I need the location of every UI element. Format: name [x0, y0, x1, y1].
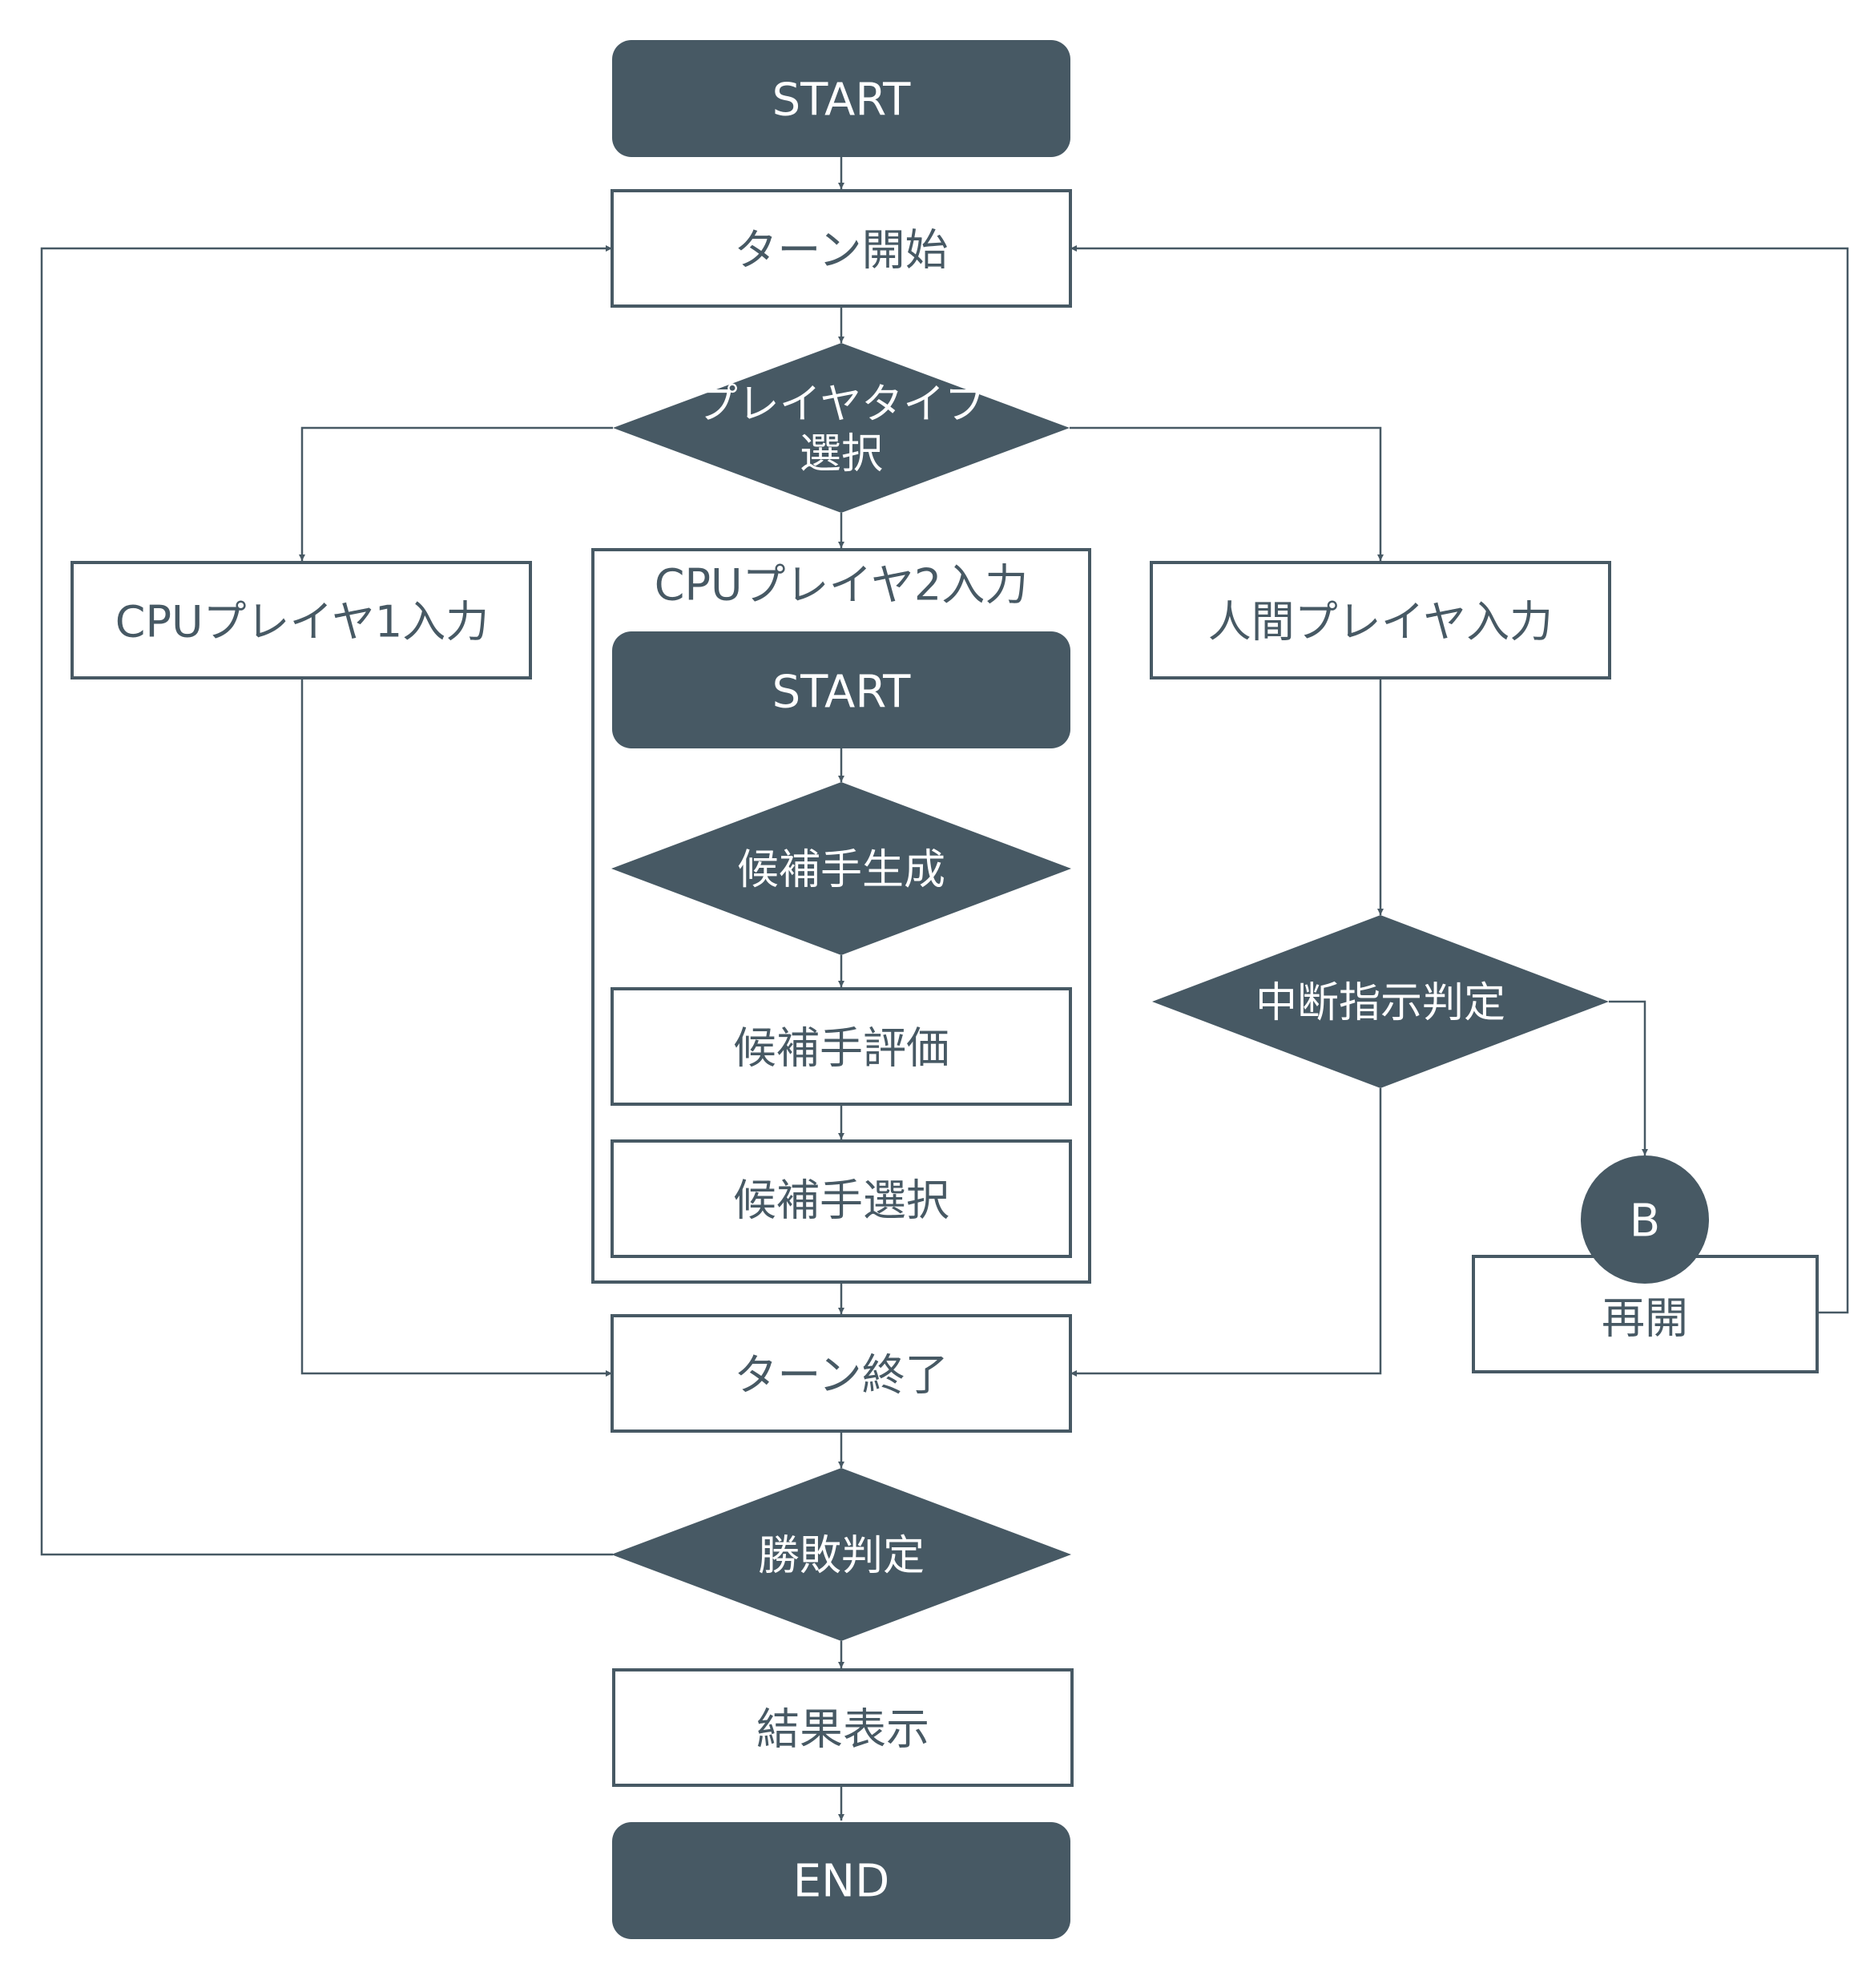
decision-label: 候補手生成 — [737, 846, 945, 894]
connector-circle — [1581, 1155, 1709, 1284]
node-human-input: 人間プレイヤ入力 — [1150, 561, 1611, 679]
node-turn-start: ターン開始 — [611, 189, 1072, 308]
node-start-main: START — [612, 40, 1070, 157]
process-box — [611, 1314, 1072, 1433]
edge-player-select-to-cpu1 — [299, 426, 613, 561]
decision-label: 中断指示判定 — [1255, 979, 1505, 1027]
node-cpu2-group: CPUプレイヤ2入力 — [591, 548, 1091, 1284]
edge-interrupt-to-turn-end — [1070, 1088, 1382, 1377]
node-candidate-select: 候補手選択 — [611, 1139, 1072, 1258]
edges — [40, 157, 1849, 1821]
terminal-shape — [612, 40, 1070, 157]
edge-player-select-to-human — [1070, 426, 1384, 561]
process-label: 候補手評価 — [733, 1023, 949, 1074]
group-container — [591, 548, 1091, 1284]
node-cpu2-start: START — [612, 631, 1070, 748]
node-end-main: END — [612, 1822, 1070, 1939]
decision-diamond — [611, 1468, 1071, 1641]
node-show-result: 結果表示 — [612, 1668, 1074, 1787]
node-cpu1-input: CPUプレイヤ1入力 — [71, 561, 532, 679]
process-label: ターン開始 — [734, 225, 948, 276]
decision-label: 勝敗判定 — [758, 1532, 925, 1580]
process-box — [611, 189, 1072, 308]
decision-diamond — [611, 782, 1071, 955]
node-turn-end: ターン終了 — [611, 1314, 1072, 1433]
node-connector-b: B — [1581, 1155, 1709, 1284]
terminal-shape — [612, 1822, 1070, 1939]
decision-diamond — [1152, 915, 1609, 1088]
node-interrupt-check: 中断指示判定 — [1152, 915, 1609, 1088]
edge-interrupt-to-connector-b — [1609, 1000, 1648, 1155]
node-candidate-generate: 候補手生成 — [611, 782, 1071, 955]
edge-resume-to-turn-start — [1070, 245, 1849, 1314]
node-win-check: 勝敗判定 — [611, 1468, 1071, 1641]
process-box — [611, 1139, 1072, 1258]
terminal-shape — [612, 631, 1070, 748]
edge-win-check-to-turn-start — [40, 245, 613, 1556]
process-box — [71, 561, 532, 679]
node-player-type-select: プレイヤタイプ 選択 — [613, 343, 1070, 513]
process-label: 結果表示 — [756, 1704, 929, 1755]
terminal-label: START — [772, 667, 912, 719]
node-candidate-evaluate: 候補手評価 — [611, 987, 1072, 1106]
process-label: 候補手選択 — [733, 1175, 949, 1226]
connector-label: B — [1630, 1196, 1660, 1248]
decision-label-line1: プレイヤタイプ — [696, 381, 986, 429]
edge-cpu1-to-turn-end — [300, 678, 612, 1377]
decision-label-line2: 選択 — [800, 430, 883, 478]
process-label: CPUプレイヤ1入力 — [115, 597, 490, 647]
process-box — [612, 1668, 1074, 1787]
process-label: 再開 — [1602, 1293, 1688, 1344]
terminal-label: END — [793, 1856, 889, 1908]
process-box — [1150, 561, 1611, 679]
process-box — [611, 987, 1072, 1106]
terminal-label: START — [772, 75, 912, 127]
process-label: ターン終了 — [734, 1350, 948, 1401]
group-title: CPUプレイヤ2入力 — [655, 560, 1029, 611]
decision-diamond — [613, 343, 1070, 513]
process-label: 人間プレイヤ入力 — [1208, 597, 1553, 647]
